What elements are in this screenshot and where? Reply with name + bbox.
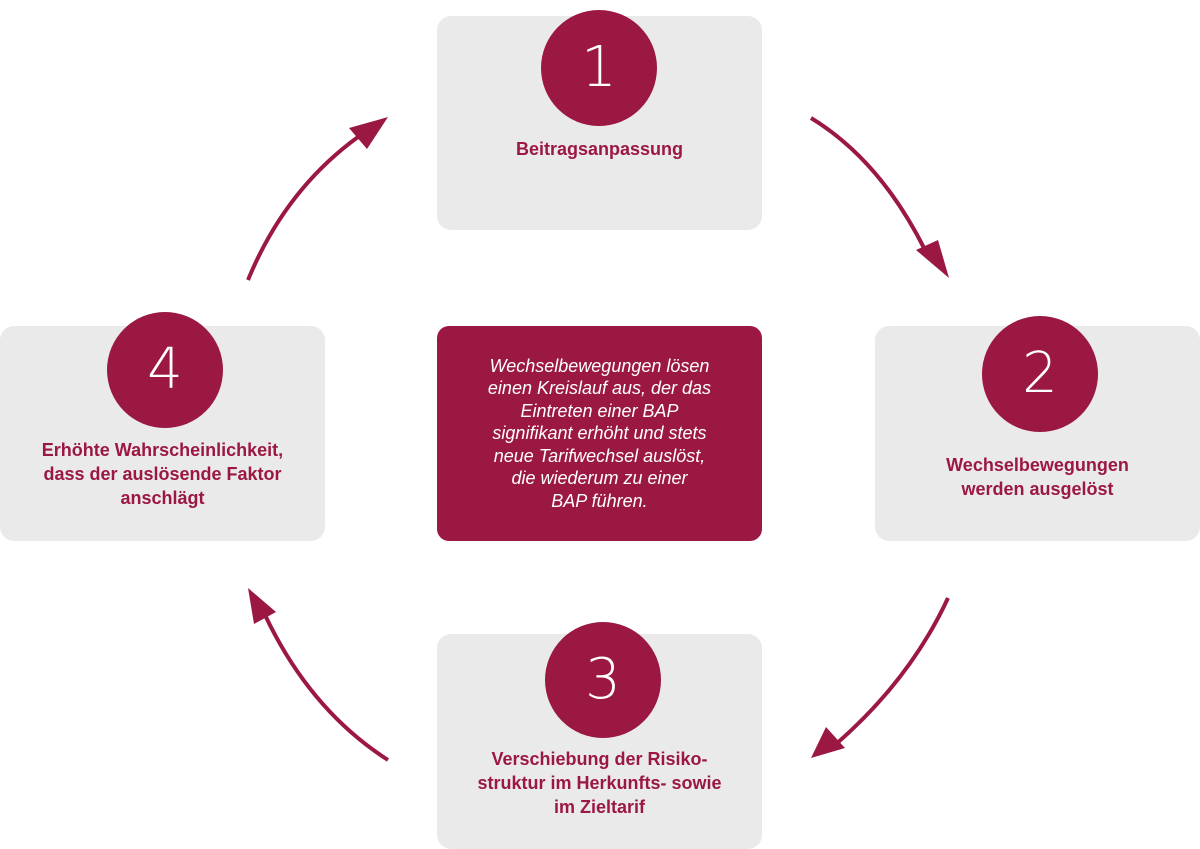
- step-label-2: Wechselbewegungen werden ausgelöst: [946, 455, 1129, 499]
- step-card-3: 3 Verschiebung der Risiko- struktur im H…: [437, 622, 762, 849]
- step-card-1: 1 Beitragsanpassung: [437, 10, 762, 230]
- arrow-2-to-3: [833, 597, 950, 747]
- step-number-1: 1: [541, 10, 657, 126]
- arrow-2-to-3-head: [811, 727, 845, 758]
- arrow-3-to-4-head: [248, 588, 276, 624]
- step-number-2: 2: [982, 316, 1098, 432]
- step-label-3: Verschiebung der Risiko- struktur im Her…: [477, 749, 722, 817]
- step-number-4: 4: [107, 312, 223, 428]
- step-card-4: 4 Erhöhte Wahrscheinlichkeit, dass der a…: [0, 312, 325, 541]
- step-number-3: 3: [545, 622, 661, 738]
- arrow-3-to-4: [263, 614, 390, 762]
- arrow-1-to-2-head: [916, 240, 949, 278]
- arrow-4-to-1: [246, 135, 360, 281]
- arrow-4-to-1-head: [349, 117, 388, 149]
- step-label-1: Beitragsanpassung: [515, 139, 684, 159]
- step-card-2: 2 Wechselbewegungen werden ausgelöst: [875, 316, 1200, 541]
- arrow-1-to-2: [809, 116, 927, 251]
- step-label-4: Erhöhte Wahrscheinlichkeit, dass der aus…: [41, 440, 284, 508]
- center-explanation-text: Wechselbewegungen lösen einen Kreislauf …: [487, 355, 712, 511]
- center-explanation-box: Wechselbewegungen lösen einen Kreislauf …: [437, 326, 762, 541]
